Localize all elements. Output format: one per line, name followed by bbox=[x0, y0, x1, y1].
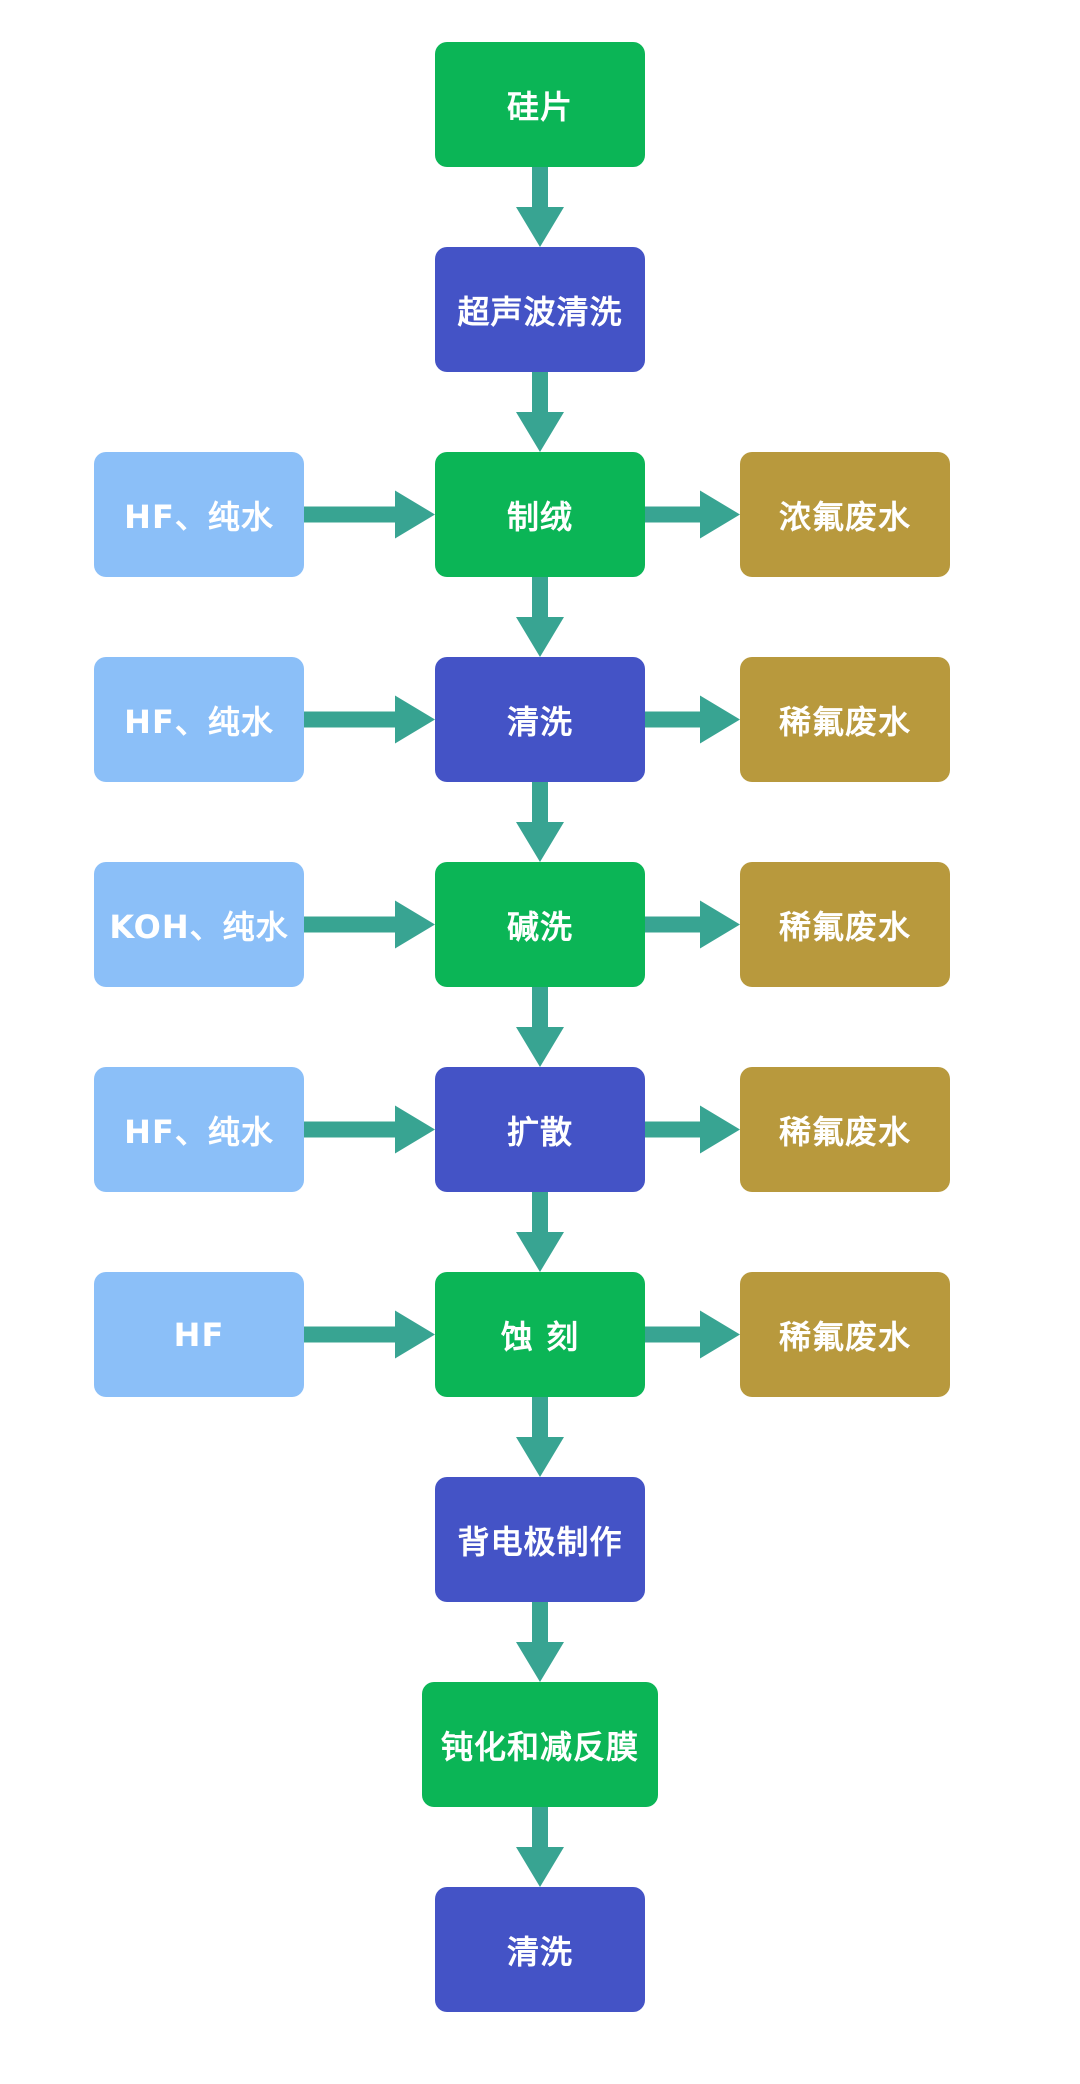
output-node-3-label: 稀氟废水 bbox=[778, 907, 911, 946]
down-arrow-5 bbox=[516, 987, 564, 1067]
input-node-1: HF、纯水 bbox=[94, 452, 304, 577]
input-arrow-5 bbox=[304, 1310, 435, 1359]
process-step-9-label: 钝化和减反膜 bbox=[440, 1727, 639, 1766]
input-arrow-4 bbox=[304, 1105, 435, 1154]
input-node-4: HF、纯水 bbox=[94, 1067, 304, 1192]
process-step-9: 钝化和减反膜 bbox=[422, 1682, 658, 1807]
process-step-10: 清洗 bbox=[435, 1887, 645, 2012]
output-node-2: 稀氟废水 bbox=[740, 657, 950, 782]
input-node-3: KOH、纯水 bbox=[94, 862, 304, 987]
output-node-1-label: 浓氟废水 bbox=[778, 497, 911, 536]
input-arrow-2 bbox=[304, 695, 435, 744]
input-node-2-label: HF、纯水 bbox=[124, 702, 274, 741]
input-node-3-label: KOH、纯水 bbox=[109, 907, 289, 946]
input-node-2: HF、纯水 bbox=[94, 657, 304, 782]
process-step-3-label: 制绒 bbox=[506, 497, 573, 536]
process-step-7-label: 蚀 刻 bbox=[500, 1317, 580, 1356]
input-node-1-label: HF、纯水 bbox=[124, 497, 274, 536]
output-arrow-5 bbox=[645, 1310, 740, 1359]
output-node-4: 稀氟废水 bbox=[740, 1067, 950, 1192]
down-arrow-7 bbox=[516, 1397, 564, 1477]
process-step-8: 背电极制作 bbox=[435, 1477, 645, 1602]
down-arrow-6 bbox=[516, 1192, 564, 1272]
input-node-5-label: HF bbox=[173, 1315, 225, 1354]
input-node-4-label: HF、纯水 bbox=[124, 1112, 274, 1151]
output-arrow-3 bbox=[645, 900, 740, 949]
down-arrow-9 bbox=[516, 1807, 564, 1887]
process-step-3: 制绒 bbox=[435, 452, 645, 577]
process-step-4: 清洗 bbox=[435, 657, 645, 782]
down-arrow-1 bbox=[516, 167, 564, 247]
down-arrow-8 bbox=[516, 1602, 564, 1682]
output-node-4-label: 稀氟废水 bbox=[778, 1112, 911, 1151]
output-arrow-4 bbox=[645, 1105, 740, 1154]
process-step-5-label: 碱洗 bbox=[506, 907, 573, 946]
down-arrow-4 bbox=[516, 782, 564, 862]
process-step-5: 碱洗 bbox=[435, 862, 645, 987]
output-node-5-label: 稀氟废水 bbox=[778, 1317, 911, 1356]
down-arrow-3 bbox=[516, 577, 564, 657]
output-arrow-2 bbox=[645, 695, 740, 744]
output-node-1: 浓氟废水 bbox=[740, 452, 950, 577]
process-step-10-label: 清洗 bbox=[506, 1932, 573, 1971]
process-step-2: 超声波清洗 bbox=[435, 247, 645, 372]
process-step-6-label: 扩散 bbox=[506, 1112, 573, 1151]
process-step-4-label: 清洗 bbox=[506, 702, 573, 741]
process-step-1-label: 硅片 bbox=[506, 87, 573, 126]
input-arrow-1 bbox=[304, 490, 435, 539]
output-node-5: 稀氟废水 bbox=[740, 1272, 950, 1397]
process-step-8-label: 背电极制作 bbox=[457, 1522, 623, 1561]
process-step-1: 硅片 bbox=[435, 42, 645, 167]
input-node-5: HF bbox=[94, 1272, 304, 1397]
input-arrow-3 bbox=[304, 900, 435, 949]
process-step-7: 蚀 刻 bbox=[435, 1272, 645, 1397]
down-arrow-2 bbox=[516, 372, 564, 452]
output-node-2-label: 稀氟废水 bbox=[778, 702, 911, 741]
output-arrow-1 bbox=[645, 490, 740, 539]
process-step-6: 扩散 bbox=[435, 1067, 645, 1192]
process-step-2-label: 超声波清洗 bbox=[457, 292, 623, 331]
output-node-3: 稀氟废水 bbox=[740, 862, 950, 987]
